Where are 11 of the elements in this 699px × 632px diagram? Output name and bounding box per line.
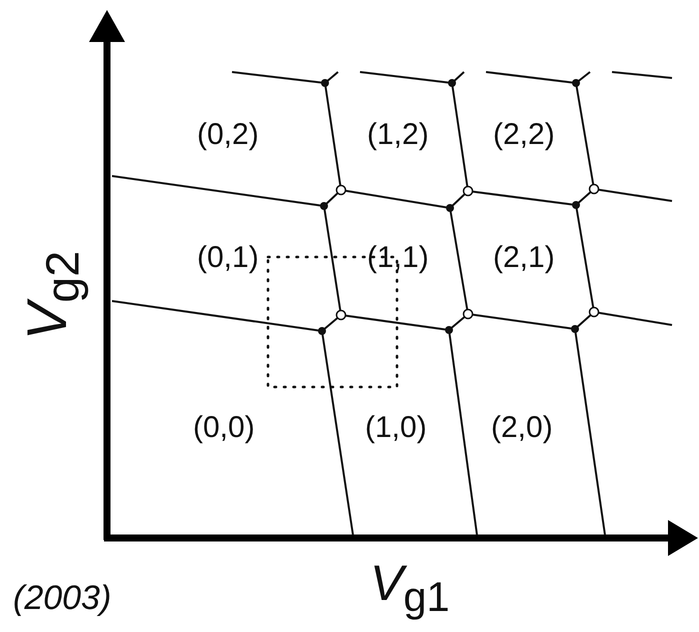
region-label: (0,0) <box>193 413 255 443</box>
region-label: (0,2) <box>197 120 259 150</box>
region-label: (2,1) <box>493 243 555 273</box>
region-label: (2,2) <box>493 120 555 150</box>
region-label: (1,1) <box>367 243 429 273</box>
axis-label: V$_{g1}$ <box>370 558 450 618</box>
year-label: (2003) <box>13 581 112 615</box>
region-label: (1,0) <box>365 413 427 443</box>
region-label: (1,2) <box>367 120 429 150</box>
region-label: (0,1) <box>197 243 259 273</box>
region-label: (2,0) <box>491 413 553 443</box>
